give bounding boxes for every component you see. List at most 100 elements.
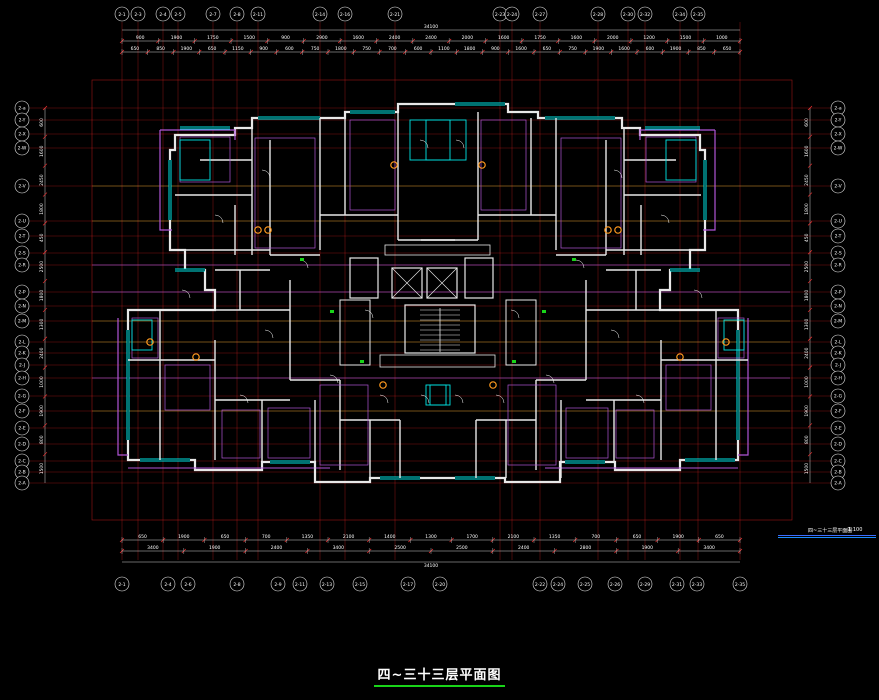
dim-bottom-row1-label: 1350 [302, 534, 314, 540]
axis-grid [30, 22, 845, 560]
axis-bubble-top [637, 6, 653, 22]
axis-bubble-right [830, 178, 846, 194]
balcony-edge [117, 318, 128, 456]
door-swing [495, 394, 505, 404]
dim-top-row1-label: 2900 [316, 35, 328, 41]
axis-bubble-right [830, 436, 846, 452]
dim-right-tick [807, 451, 813, 457]
axis-label-right: 2-P [834, 290, 841, 296]
axis-label-left: 2-N [18, 304, 26, 310]
axis-bubble-top [590, 6, 606, 22]
dim-left-tick [42, 105, 48, 111]
stair-elevator-core [339, 244, 537, 368]
dim-top-row2-label: 700 [388, 46, 397, 52]
door-swing [693, 289, 703, 299]
axis-bubble-right [830, 257, 846, 273]
fixture-circle [264, 226, 272, 234]
axis-label-top: 2-28 [593, 12, 603, 18]
axis-label-bottom: 2-13 [322, 582, 332, 588]
axis-bubble-bottom [400, 576, 416, 592]
axis-label-left: 2-Y [19, 118, 26, 124]
axis-bubble-bottom [319, 576, 335, 592]
dim-right-tick [807, 336, 813, 341]
marker [330, 310, 334, 313]
dim-right-label: 1600 [804, 145, 810, 157]
dim-bottom-row1-label: 650 [138, 534, 147, 540]
dim-right-label: 2500 [804, 261, 810, 273]
detail-rect [723, 319, 745, 351]
axis-bubble-left [14, 178, 30, 194]
axis-bubble-left [14, 228, 30, 244]
dim-left-tick [42, 394, 48, 399]
dim-top-row2-label: 1800 [464, 46, 476, 52]
axis-label-bottom: 2-25 [580, 582, 590, 588]
axis-label-right: 2-B [834, 470, 841, 476]
axis-label-top: 2-4 [159, 12, 166, 18]
axis-label-top: 2-34 [675, 12, 685, 18]
axis-bubble-left [14, 298, 30, 314]
axis-label-left: 2-X [18, 132, 25, 138]
dim-top-row2-label: 1600 [618, 46, 630, 52]
dim-top-row1-label: 1000 [716, 35, 728, 41]
balcony-edge [160, 129, 236, 140]
outer-red-frame [91, 79, 793, 521]
axis-label-left: 2-L [19, 340, 26, 346]
dim-bottom-row1-label: 1900 [672, 534, 684, 540]
dim-bottom-row1-label: 650 [715, 534, 724, 540]
dim-top-row2-label: 600 [285, 46, 294, 52]
dim-top-row2-label: 1900 [593, 46, 605, 52]
dim-bottom-row1-label: 1700 [466, 534, 478, 540]
axis-bubble-right [830, 388, 846, 404]
axis-label-top: 2-1 [118, 12, 125, 18]
dim-top-row1-label: 900 [136, 35, 145, 41]
dim-bottom-row2-label: 3400 [703, 545, 715, 551]
fixtures [146, 139, 730, 404]
axis-label-bottom: 2-20 [435, 582, 445, 588]
axis-label-right: 2-N [834, 304, 842, 310]
dim-left-label: 800 [39, 435, 45, 444]
axis-bubble-bottom [432, 576, 448, 592]
room-boundary [615, 409, 655, 459]
axis-label-bottom: 2-17 [403, 582, 413, 588]
axis-bubble-top [155, 6, 171, 22]
axis-label-left: 2-C [18, 459, 26, 465]
dim-left-tick [42, 134, 48, 140]
dim-right-tick [807, 394, 813, 399]
axis-label-right: 2-H [834, 376, 842, 382]
room-boundary [164, 364, 211, 411]
dim-bottom-row2-label: 2400 [518, 545, 530, 551]
axis-label-left: 2-T [19, 234, 26, 240]
axis-bubble-top [170, 6, 186, 22]
axis-label-left: 2-R [18, 263, 26, 269]
dim-bottom-row2-label: 3400 [333, 545, 345, 551]
axis-label-right: 2-V [834, 184, 842, 190]
dim-bottom-row1-label: 650 [633, 534, 642, 540]
dim-top-row1-label: 1500 [244, 35, 256, 41]
axis-label-right: 2-W [834, 146, 843, 152]
axis-label-top: 2-35 [693, 12, 703, 18]
dim-left-label: 1000 [39, 376, 45, 388]
axis-label-top: 2-23 [495, 12, 505, 18]
dim-left-tick [42, 423, 48, 428]
axis-label-left: 2-E [18, 426, 25, 432]
corridor [505, 299, 537, 366]
dim-right-tick [807, 278, 813, 284]
stair-well [404, 304, 476, 354]
fixture-circle [379, 381, 387, 389]
note-underline [778, 535, 876, 536]
axis-label-right: 2-J [835, 363, 841, 369]
door-swing [261, 169, 271, 179]
dim-right-label: 800 [804, 435, 810, 444]
core-wall [379, 354, 496, 368]
dim-right-label: 2450 [804, 174, 810, 186]
axis-bubble-right [830, 475, 846, 491]
axis-bubble-right [830, 213, 846, 229]
dim-bottom-row2-label: 2800 [580, 545, 592, 551]
door-swing [420, 394, 430, 404]
axis-label-left: 2-A [18, 481, 26, 487]
room-boundary [560, 137, 622, 249]
dim-right-label: 1800 [804, 203, 810, 215]
axis-bubble-left [14, 257, 30, 273]
fixture-circle [489, 381, 497, 389]
door-swing [635, 394, 645, 404]
